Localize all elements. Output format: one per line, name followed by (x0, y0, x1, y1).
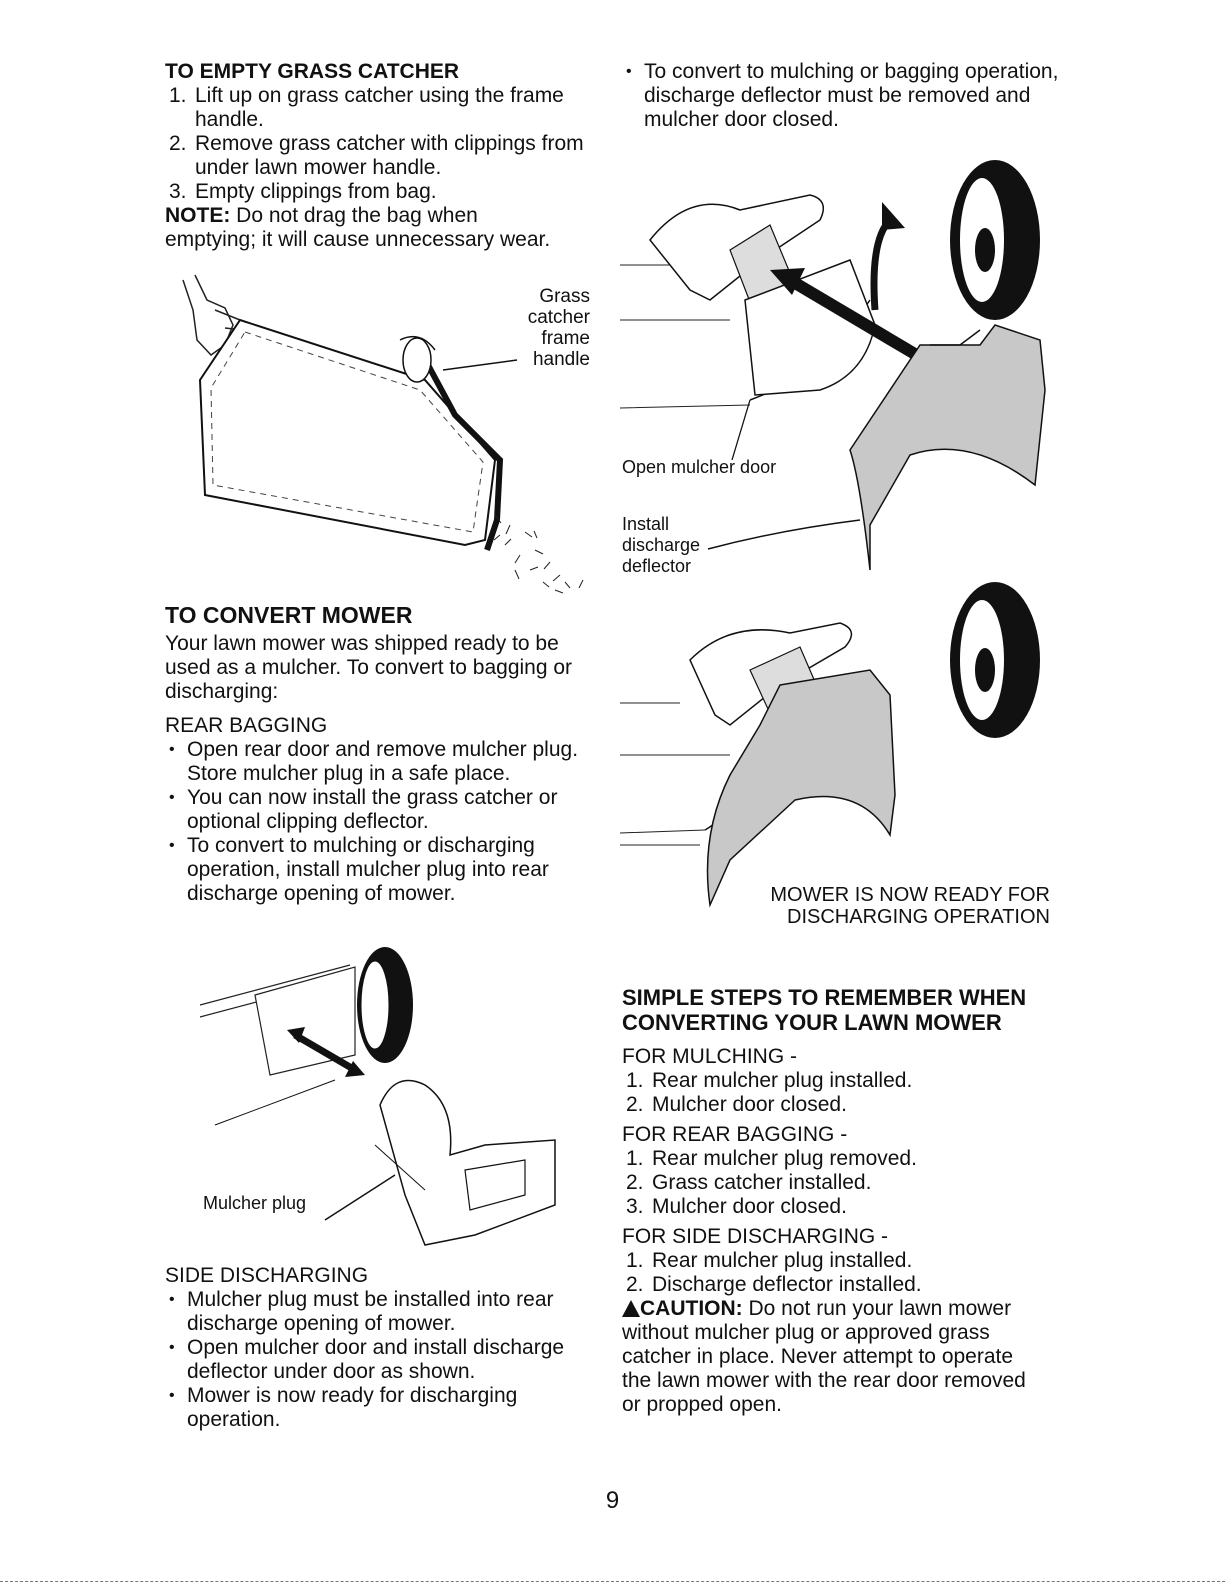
list-item: You can now install the grass catcher or… (165, 786, 585, 834)
side-bullets: Mulcher plug must be installed into rear… (165, 1288, 590, 1432)
list-item: 2.Mulcher door closed. (626, 1093, 847, 1116)
list-item: 3.Mulcher door closed. (626, 1195, 847, 1218)
convert-intro: Your lawn mower was shipped ready to be … (165, 632, 573, 703)
group-title: FOR MULCHING - (622, 1045, 797, 1068)
list-item: Mulcher plug must be installed into rear… (165, 1288, 590, 1336)
note-label: NOTE: (165, 204, 231, 227)
convert-section: TO CONVERT MOWER Your lawn mower was shi… (165, 602, 590, 906)
right-top-bullet: To convert to mulching or bagging operat… (622, 60, 1062, 132)
rear-bagging-heading: REAR BAGGING (165, 714, 328, 737)
mulcher-plug-illustration (199, 947, 556, 1246)
list-item: 1.Rear mulcher plug installed. (626, 1249, 913, 1272)
caution-label: CAUTION: (640, 1297, 743, 1320)
list-item: 2.Grass catcher installed. (626, 1171, 872, 1194)
group-title: FOR REAR BAGGING - (622, 1123, 848, 1146)
open-door-callout: Open mulcher door (622, 457, 777, 477)
frame-handle-shape (417, 348, 504, 551)
page-number: 9 (605, 1487, 620, 1514)
steps-heading: SIMPLE STEPS TO REMEMBER WHEN CONVERTING… (622, 985, 1027, 1035)
mower-ready-caption: MOWER IS NOW READY FOR DISCHARGING OPERA… (770, 884, 1050, 928)
group-items: 1.Rear mulcher plug installed. 2.Mulcher… (622, 1069, 1062, 1117)
install-deflector-callout: Install discharge deflector (622, 514, 701, 576)
empty-section: TO EMPTY GRASS CATCHER 1.Lift up on gras… (165, 60, 585, 252)
deflector-shape (706, 669, 896, 908)
bottom-rule (0, 1581, 1225, 1582)
grass-catcher-callout: Grass catcher frame handle (527, 286, 590, 370)
list-item: 2.Remove grass catcher with clippings fr… (169, 132, 584, 179)
list-item: Open mulcher door and install discharge … (165, 1336, 590, 1384)
list-item: To convert to mulching or bagging operat… (622, 60, 1062, 132)
grass-catcher-illustration (182, 274, 584, 594)
right-top: To convert to mulching or bagging operat… (622, 60, 1062, 132)
list-item: To convert to mulching or discharging op… (165, 834, 585, 906)
empty-heading: TO EMPTY GRASS CATCHER (165, 60, 460, 83)
list-item: 2.Discharge deflector installed. (626, 1273, 922, 1296)
double-arrow-shape (293, 1031, 357, 1074)
note-text: Do not drag the bag when emptying; it wi… (165, 204, 551, 251)
bag-outline (198, 318, 497, 547)
open-door-illustration (619, 160, 1046, 571)
convert-heading: TO CONVERT MOWER (165, 602, 413, 628)
list-item: Mower is now ready for discharging opera… (165, 1384, 590, 1432)
caution-block: CAUTION: Do not run your lawn mower with… (622, 1297, 1047, 1417)
side-section: SIDE DISCHARGING Mulcher plug must be in… (165, 1264, 595, 1432)
empty-note: NOTE: Do not drag the bag when emptying;… (165, 204, 565, 252)
group-title: FOR SIDE DISCHARGING - (622, 1225, 889, 1248)
list-item: 1.Lift up on grass catcher using the fra… (169, 84, 564, 131)
group-items: 1.Rear mulcher plug removed. 2.Grass cat… (622, 1147, 1062, 1219)
deflector-shape (849, 324, 1046, 571)
rear-bagging-bullets: Open rear door and remove mulcher plug. … (165, 738, 585, 906)
curved-arrow-shape (870, 217, 893, 311)
list-item: 3.Empty clippings from bag. (169, 180, 437, 203)
list-item: Open rear door and remove mulcher plug. … (165, 738, 585, 786)
plug-shape (379, 1079, 556, 1246)
group-items: 1.Rear mulcher plug installed. 2.Dischar… (622, 1249, 1062, 1297)
empty-steps: 1.Lift up on grass catcher using the fra… (165, 84, 585, 204)
mower-ready-illustration (619, 582, 1040, 908)
clippings-shape (493, 514, 584, 594)
steps-section: SIMPLE STEPS TO REMEMBER WHEN CONVERTING… (622, 985, 1062, 1417)
list-item: 1.Rear mulcher plug removed. (626, 1147, 917, 1170)
side-heading: SIDE DISCHARGING (165, 1264, 369, 1287)
mulcher-plug-callout: Mulcher plug (203, 1193, 307, 1213)
warning-icon (622, 1300, 640, 1317)
caution-text: Do not run your lawn mower without mulch… (622, 1297, 1026, 1416)
list-item: 1.Rear mulcher plug installed. (626, 1069, 913, 1092)
